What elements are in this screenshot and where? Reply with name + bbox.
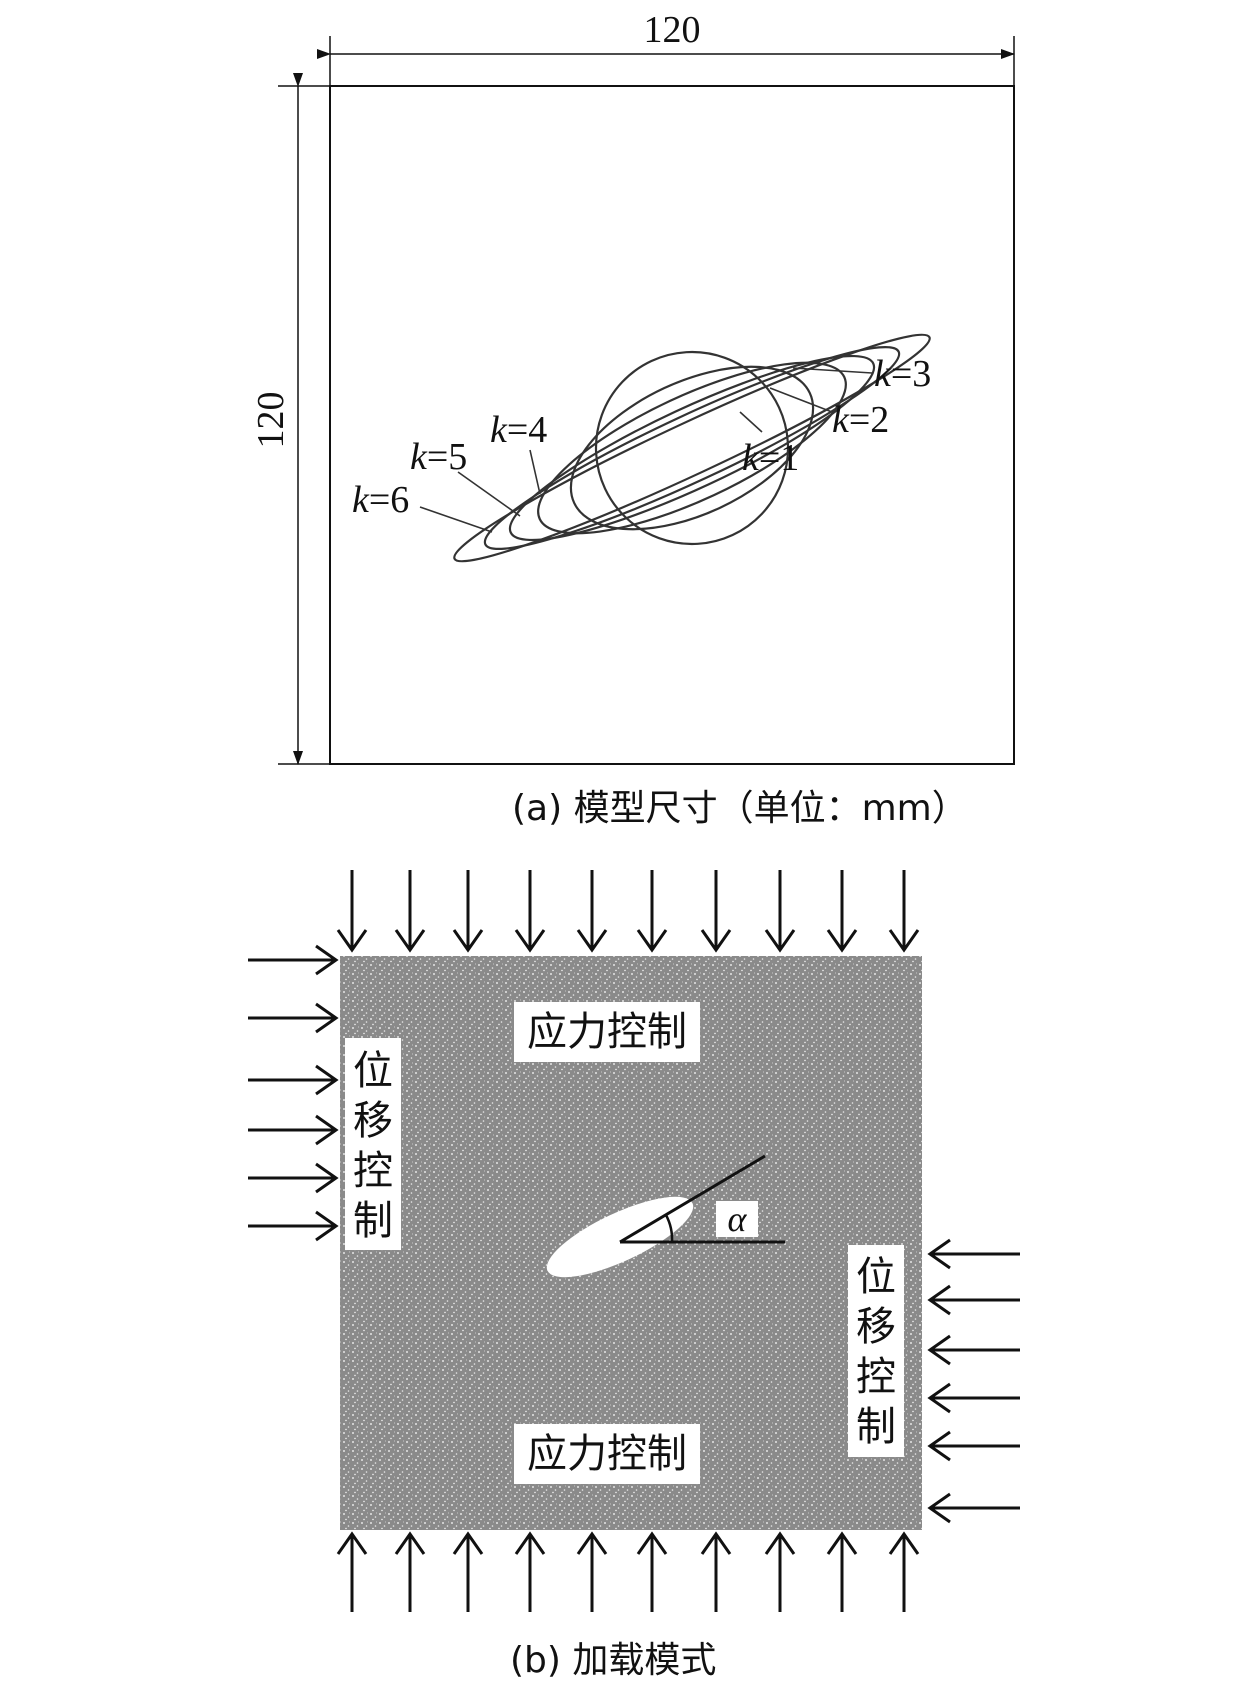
right-arrow — [248, 944, 339, 976]
up-arrow — [636, 1531, 668, 1612]
flaw-k2-ellipse — [569, 365, 815, 531]
left-arrow — [927, 1492, 1020, 1524]
left-arrow — [927, 1238, 1020, 1270]
left-arrow — [927, 1284, 1020, 1316]
right-label-char: 位 — [856, 1254, 896, 1300]
flaw-k4-ellipse — [508, 354, 876, 542]
left-label-char: 移 — [353, 1098, 393, 1144]
width-dimension-label: 120 — [644, 9, 701, 51]
label-k6: k=6 — [352, 479, 409, 521]
flaw-axis-line — [619, 1154, 766, 1244]
left-displacement-control-label: 位 移 控 制 — [353, 1048, 393, 1244]
label-k3: k=3 — [874, 353, 931, 395]
down-arrow — [336, 870, 368, 953]
right-arrow — [248, 1210, 339, 1242]
leader-k4 — [529, 449, 541, 495]
up-arrow — [700, 1531, 732, 1612]
left-load-arrows — [248, 944, 339, 1242]
left-arrow — [927, 1334, 1020, 1366]
down-arrow — [888, 870, 920, 953]
up-arrow — [826, 1531, 858, 1612]
angle-label: α — [728, 1199, 748, 1239]
flaw-shapes — [453, 333, 931, 563]
label-k5: k=5 — [410, 436, 467, 478]
right-displacement-control-label: 位 移 控 制 — [856, 1254, 896, 1450]
top-stress-control-label: 应力控制 — [527, 1009, 687, 1055]
up-arrow — [336, 1531, 368, 1612]
right-arrow — [248, 1162, 339, 1194]
flaw-k5-ellipse — [483, 346, 901, 550]
bottom-load-arrows — [336, 1531, 920, 1612]
angle-arc — [664, 1214, 674, 1243]
angle-label-bg — [716, 1201, 758, 1237]
down-arrow — [576, 870, 608, 953]
leader-k1 — [739, 411, 763, 433]
bottom-stress-control-label: 应力控制 — [527, 1431, 687, 1477]
flaw-k6-ellipse — [453, 333, 931, 563]
up-arrow — [452, 1531, 484, 1612]
right-label-char: 移 — [856, 1304, 896, 1350]
right-label-char: 制 — [856, 1404, 896, 1450]
right-label-bg — [848, 1245, 904, 1457]
label-k1: k=1 — [742, 437, 799, 479]
right-arrow — [248, 1064, 339, 1096]
flaw-k3-ellipse — [537, 361, 847, 535]
down-arrow — [700, 870, 732, 953]
right-load-arrows — [927, 1238, 1020, 1524]
up-arrow — [394, 1531, 426, 1612]
down-arrow — [826, 870, 858, 953]
left-label-char: 制 — [353, 1198, 393, 1244]
caption-a: (a) 模型尺寸（单位：mm） — [512, 788, 968, 829]
leader-lines — [419, 367, 873, 533]
label-k4: k=4 — [490, 409, 547, 451]
model-boundary — [329, 85, 1015, 765]
caption-b: (b) 加载模式 — [510, 1640, 716, 1681]
flaw-k1-circle — [594, 350, 790, 546]
up-arrow — [514, 1531, 546, 1612]
panel-a: 120 120 k=1 — [250, 9, 1015, 829]
top-label-bg — [514, 1002, 700, 1062]
right-label-char: 控 — [856, 1354, 896, 1400]
panel-b: α 应力控制 应力控制 位 移 控 制 位 移 控 制 (b) 加载模式 — [248, 870, 1020, 1681]
left-arrow — [927, 1430, 1020, 1462]
flaw-ellipse — [546, 1196, 694, 1278]
height-dimension-label: 120 — [250, 392, 292, 449]
up-arrow — [888, 1531, 920, 1612]
down-arrow — [764, 870, 796, 953]
top-load-arrows — [336, 870, 920, 953]
leader-k5 — [457, 471, 521, 517]
down-arrow — [452, 870, 484, 953]
leader-k3 — [792, 367, 873, 374]
label-k2: k=2 — [832, 399, 889, 441]
left-arrow — [927, 1382, 1020, 1414]
up-arrow — [576, 1531, 608, 1612]
leader-k2 — [769, 387, 833, 413]
leader-k6 — [419, 506, 493, 533]
right-arrow — [248, 1114, 339, 1146]
curve-labels: k=1 k=2 k=3 k=4 k=5 k=6 — [352, 353, 931, 521]
right-arrow — [248, 1002, 339, 1034]
down-arrow — [636, 870, 668, 953]
down-arrow — [514, 870, 546, 953]
left-label-char: 控 — [353, 1148, 393, 1194]
up-arrow — [764, 1531, 796, 1612]
bottom-label-bg — [514, 1424, 700, 1484]
down-arrow — [394, 870, 426, 953]
left-label-char: 位 — [353, 1048, 393, 1094]
left-label-bg — [345, 1038, 401, 1250]
